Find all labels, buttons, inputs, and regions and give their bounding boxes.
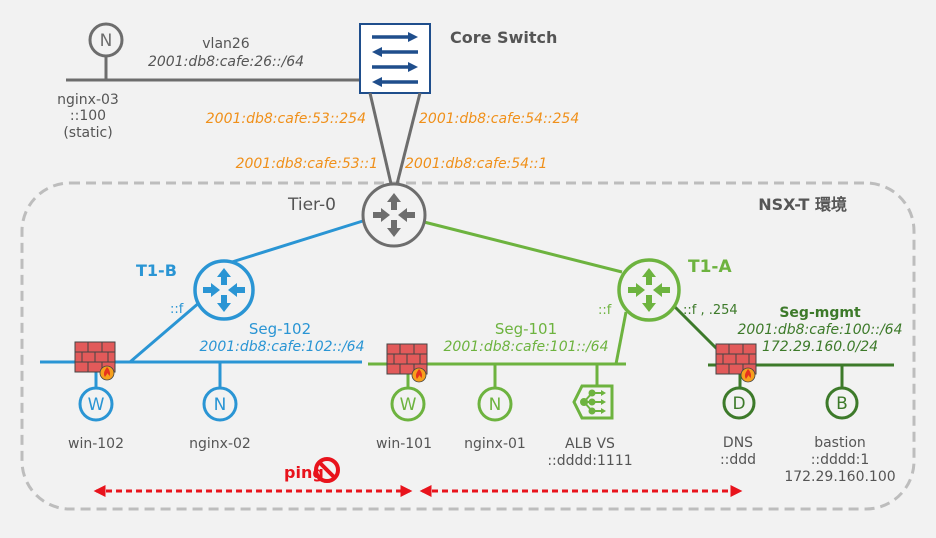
nginx02-letter: N [214, 395, 227, 415]
uplink-left [368, 92, 394, 189]
nginx03-addr: ::100 [70, 108, 106, 124]
prohibited-icon [314, 457, 340, 483]
tier0-t1b-link [231, 218, 367, 264]
seg-mgmt-prefix-v6: 2001:db8:cafe:100::/64 [738, 322, 903, 338]
seg101-name: Seg-101 [495, 320, 557, 338]
nsx-region-border [20, 181, 916, 511]
tier0-router[interactable] [361, 182, 427, 248]
nginx02-node[interactable]: N [202, 386, 238, 422]
nginx03-note: (static) [63, 125, 112, 141]
dns-node[interactable]: D [722, 386, 756, 420]
ping-label: ping [284, 463, 324, 482]
nginx03-letter: N [100, 31, 113, 51]
nginx03-name: nginx-03 [57, 92, 119, 108]
t1b-label: T1-B [136, 261, 177, 280]
uplink-left-switch-addr: 2001:db8:cafe:53::254 [206, 111, 366, 127]
uplink-right-tier0-addr: 2001:db8:cafe:54::1 [405, 156, 547, 172]
core-switch-label: Core Switch [450, 28, 557, 47]
core-switch[interactable] [359, 23, 431, 94]
bastion-addr: ::dddd:1 [811, 452, 870, 468]
dns-addr: ::ddd [720, 452, 756, 468]
bastion-node[interactable]: B [825, 386, 859, 420]
uplink-left-tier0-addr: 2001:db8:cafe:53::1 [236, 156, 378, 172]
seg-mgmt-name: Seg-mgmt [779, 305, 861, 321]
nginx02-name: nginx-02 [189, 436, 251, 452]
bastion-letter: B [836, 394, 848, 414]
t1a-seg101-link [614, 311, 628, 365]
nginx03-node[interactable]: N [88, 22, 124, 58]
uplink-right-switch-addr: 2001:db8:cafe:54::254 [419, 111, 579, 127]
t1a-router[interactable] [617, 258, 681, 322]
tier0-label: Tier-0 [287, 195, 336, 215]
vlan26-prefix: 2001:db8:cafe:26::/64 [148, 54, 304, 70]
win101-node[interactable]: W [390, 386, 426, 422]
nginx01-name: nginx-01 [464, 436, 526, 452]
firewall-icon [715, 343, 757, 383]
seg102-prefix: 2001:db8:cafe:102::/64 [200, 339, 365, 355]
t1b-iface: ::f [170, 302, 184, 317]
nsx-region-label: NSX-T 環境 [758, 195, 847, 214]
win101-name: win-101 [376, 436, 432, 452]
t1a-iface-mgmt: ::f , .254 [683, 303, 738, 318]
alb-vs-addr: ::dddd:1111 [547, 453, 632, 469]
t1a-label: T1-A [688, 257, 732, 277]
win102-letter: W [88, 395, 105, 415]
dns-letter: D [732, 394, 745, 414]
seg-mgmt-prefix-v4: 172.29.160.0/24 [762, 339, 878, 355]
seg101-prefix: 2001:db8:cafe:101::/64 [444, 339, 609, 355]
t1b-router[interactable] [193, 259, 255, 321]
t1a-mgmt-link [670, 302, 722, 354]
win102-node[interactable]: W [78, 386, 114, 422]
vlan26-name: vlan26 [202, 36, 250, 52]
t1a-iface-seg101: ::f [598, 303, 612, 318]
seg102-name: Seg-102 [249, 320, 311, 338]
nginx01-letter: N [489, 395, 502, 415]
nginx01-node[interactable]: N [477, 386, 513, 422]
alb-vs-node[interactable] [572, 384, 614, 420]
bastion-addr-v4: 172.29.160.100 [784, 469, 895, 485]
bastion-name: bastion [814, 435, 866, 451]
tier0-t1a-link [423, 220, 623, 274]
alb-vs-name: ALB VS [565, 436, 615, 452]
win102-name: win-102 [68, 436, 124, 452]
win101-letter: W [400, 395, 417, 415]
uplink-right [394, 92, 422, 189]
t1b-seg102-link [129, 300, 201, 364]
dns-name: DNS [723, 435, 753, 451]
